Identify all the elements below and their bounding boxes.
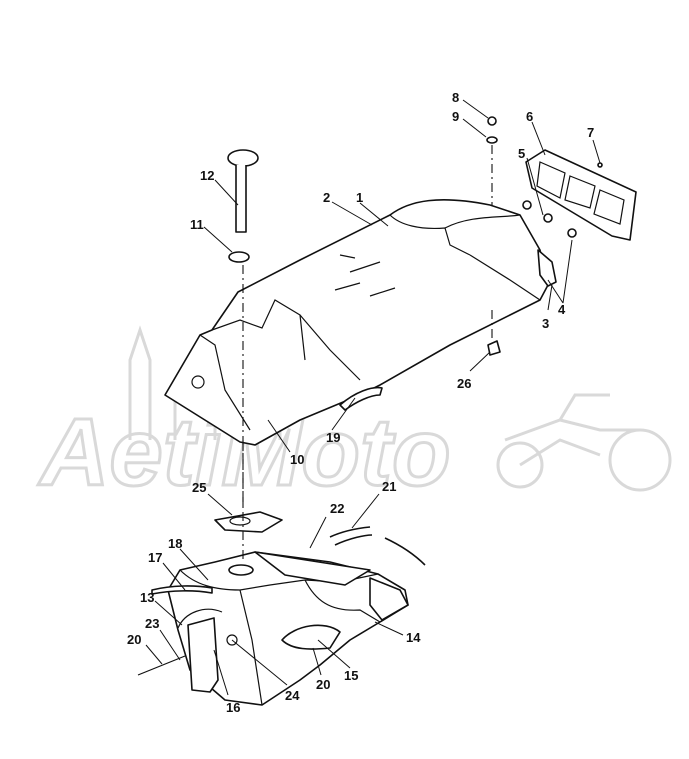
callout-12: 12	[200, 168, 214, 183]
callout-20a: 20	[127, 632, 141, 647]
callout-7: 7	[587, 125, 594, 140]
callout-11: 11	[190, 217, 204, 232]
assembly-lines	[242, 145, 493, 560]
watermark-motorcycle-icon	[496, 393, 672, 492]
grommet-25	[214, 511, 283, 533]
callout-15: 15	[344, 668, 358, 683]
callout-24: 24	[285, 688, 300, 703]
callouts: 1 2 3 4 5 6 7 8 9 10 11 12 13 14 15 16 1…	[127, 90, 594, 715]
callout-21: 21	[382, 479, 396, 494]
callout-23: 23	[145, 616, 159, 631]
callout-14: 14	[406, 630, 421, 645]
callout-20b: 20	[316, 677, 330, 692]
callout-22: 22	[330, 501, 344, 516]
callout-5: 5	[518, 146, 525, 161]
callout-26: 26	[457, 376, 471, 391]
fuel-tank	[137, 551, 409, 706]
fasteners	[329, 116, 603, 566]
seat-assembly	[164, 199, 557, 446]
callout-6: 6	[526, 109, 533, 124]
callout-10: 10	[290, 452, 304, 467]
hardware	[214, 116, 637, 566]
fuel-cap-and-filler	[227, 149, 259, 263]
callout-16: 16	[226, 700, 240, 715]
hinge-plate-6	[525, 149, 637, 241]
callout-9: 9	[452, 109, 459, 124]
callout-25: 25	[192, 480, 206, 495]
callout-13: 13	[140, 590, 154, 605]
callout-2: 2	[323, 190, 330, 205]
leader-lines	[145, 99, 601, 696]
callout-19: 19	[326, 430, 340, 445]
callout-18: 18	[168, 536, 182, 551]
callout-17: 17	[148, 550, 162, 565]
callout-1: 1	[356, 190, 363, 205]
callout-4: 4	[558, 302, 566, 317]
callout-3: 3	[542, 316, 549, 331]
callout-8: 8	[452, 90, 459, 105]
